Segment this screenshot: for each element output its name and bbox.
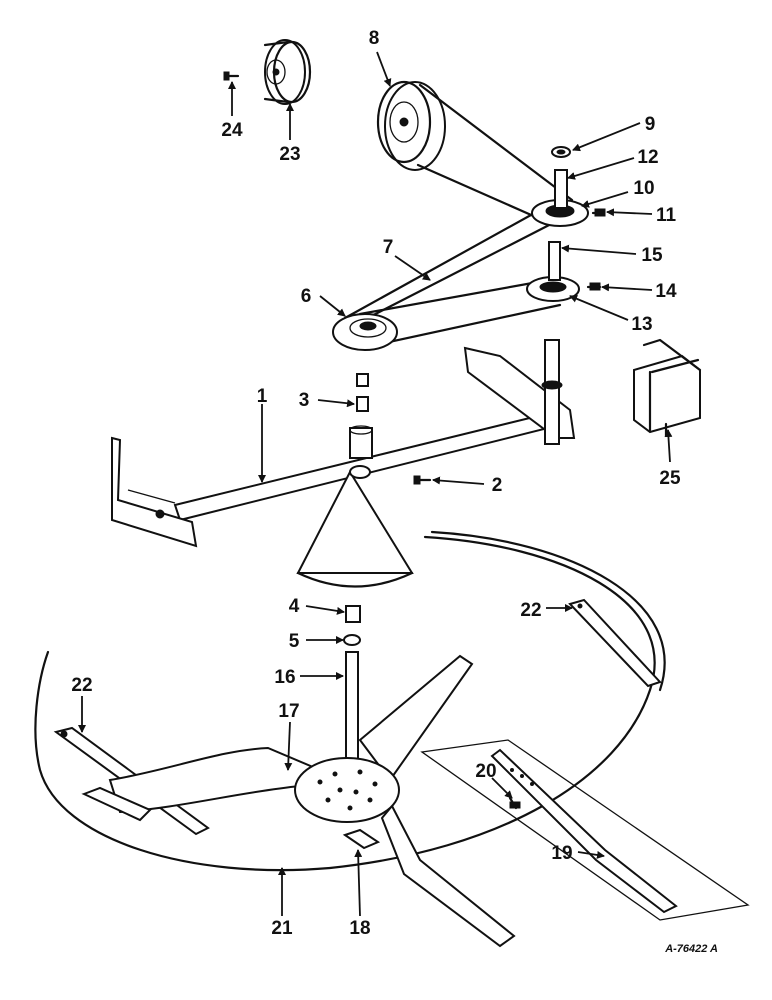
callout-13: 13 bbox=[631, 314, 652, 335]
callout-10: 10 bbox=[633, 178, 654, 199]
bolt-part-24 bbox=[223, 71, 240, 81]
callout-8: 8 bbox=[369, 28, 380, 49]
callout-3: 3 bbox=[299, 390, 310, 411]
callout-19: 19 bbox=[551, 843, 572, 864]
drive-pulley-part-6 bbox=[332, 313, 398, 351]
lower-pulley-part-13 bbox=[526, 241, 602, 302]
bracket-part-22-right bbox=[568, 598, 662, 688]
callout-4: 4 bbox=[289, 596, 300, 617]
drawing-reference-code: A-76422 A bbox=[664, 943, 718, 955]
callout-6: 6 bbox=[301, 286, 312, 307]
callout-25: 25 bbox=[659, 468, 681, 489]
callout-17: 17 bbox=[278, 701, 299, 722]
bolt-part-2 bbox=[413, 475, 432, 485]
callout-labels: 1 2 3 4 5 6 7 8 9 10 11 12 13 14 15 16 1… bbox=[71, 28, 681, 939]
bolt-part-20 bbox=[508, 796, 521, 810]
washer-part-5 bbox=[343, 634, 361, 646]
cone-deflector bbox=[296, 465, 414, 588]
drive-belt-part-7 bbox=[343, 83, 574, 346]
leader-lines bbox=[78, 51, 673, 917]
callout-1: 1 bbox=[257, 386, 268, 407]
callout-24: 24 bbox=[221, 120, 243, 141]
callout-9: 9 bbox=[645, 114, 656, 135]
callout-14: 14 bbox=[655, 281, 677, 302]
callout-11: 11 bbox=[656, 205, 677, 226]
callout-12: 12 bbox=[637, 147, 658, 168]
ring-part-21 bbox=[34, 530, 666, 872]
collar-part-4 bbox=[345, 605, 361, 623]
spinner-part-17 bbox=[81, 654, 516, 948]
callout-22-right: 22 bbox=[520, 600, 541, 621]
callout-16: 16 bbox=[274, 667, 295, 688]
upper-pulley-part-10 bbox=[531, 146, 606, 227]
callout-15: 15 bbox=[641, 245, 663, 266]
callout-22-left: 22 bbox=[71, 675, 92, 696]
clip-part-18 bbox=[342, 828, 381, 850]
large-pulley-part-8 bbox=[376, 80, 446, 171]
callout-23: 23 bbox=[279, 144, 300, 165]
shield-part-25 bbox=[633, 338, 702, 438]
callout-2: 2 bbox=[492, 475, 503, 496]
small-pulley-part-23 bbox=[263, 39, 312, 105]
callout-7: 7 bbox=[383, 237, 394, 258]
blade-plate-part-19 bbox=[420, 739, 750, 921]
callout-5: 5 bbox=[289, 631, 300, 652]
callout-18: 18 bbox=[349, 918, 370, 939]
callout-20: 20 bbox=[475, 761, 496, 782]
callout-21: 21 bbox=[271, 918, 293, 939]
spacer-part-3 bbox=[356, 373, 369, 412]
